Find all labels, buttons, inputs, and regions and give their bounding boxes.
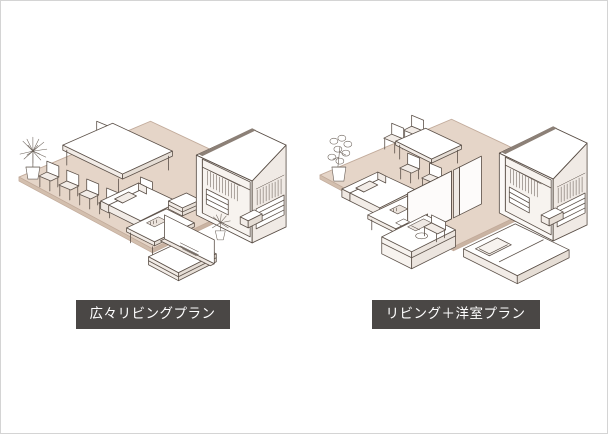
dining-table: [395, 127, 462, 179]
closet-box: [239, 209, 263, 229]
closet-box: [540, 207, 564, 227]
wardrobe-unit: [195, 128, 287, 244]
plan-label-living-plus-bedroom[interactable]: リビング＋洋室プラン: [369, 298, 542, 331]
drawer-chest-left: [205, 188, 229, 216]
drawer-chest-left: [508, 186, 530, 214]
potted-palm-icon: [19, 136, 48, 180]
plan-label-spacious-living[interactable]: 広々リビングプラン: [73, 298, 232, 331]
plan-label-wrap-left: 広々リビングプラン: [1, 298, 304, 331]
plan-label-wrap-right: リビング＋洋室プラン: [304, 298, 607, 331]
potted-flower-icon: [327, 134, 353, 182]
isometric-floorplan-spacious-living: [1, 97, 304, 287]
ottoman: [168, 192, 201, 217]
desk-chair: [423, 214, 446, 243]
wardrobe-unit: [498, 126, 588, 242]
isometric-floorplan-living-plus-bedroom: [304, 97, 607, 287]
plan-card-spacious-living[interactable]: 広々リビングプラン: [1, 1, 304, 433]
hanging-rail-right: [556, 172, 586, 204]
partition-wall-b: [453, 155, 482, 219]
plan-card-living-plus-bedroom[interactable]: リビング＋洋室プラン: [304, 1, 607, 433]
potted-plant-small-icon: [212, 213, 231, 241]
hanging-rail-left: [206, 168, 241, 202]
dining-table: [62, 122, 173, 194]
hanging-rail-right: [255, 174, 285, 206]
pillow: [475, 237, 512, 257]
bed: [463, 223, 570, 285]
hanging-rail-left: [509, 166, 542, 198]
television: [160, 214, 215, 267]
